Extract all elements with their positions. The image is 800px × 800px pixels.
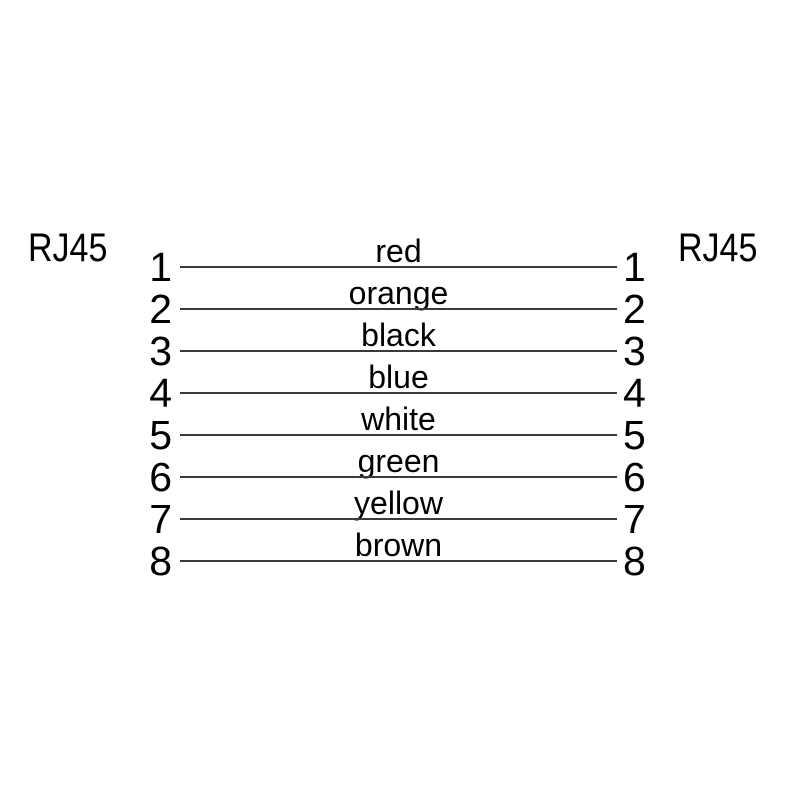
pin-number-left: 8: [149, 538, 172, 584]
pin-number-left: 5: [149, 412, 172, 458]
wire-row: 4 blue 4: [0, 361, 800, 416]
pin-number-left: 6: [149, 454, 172, 500]
wire-color-label: white: [361, 401, 436, 437]
wire-line: [180, 434, 617, 436]
pin-number-right: 1: [623, 244, 646, 290]
wire-line: [180, 392, 617, 394]
wire-row: 6 green 6: [0, 445, 800, 500]
pin-number-left: 4: [149, 370, 172, 416]
wire-row: 5 white 5: [0, 403, 800, 458]
wire-line: [180, 308, 617, 310]
wire-color-label: black: [361, 317, 436, 353]
wire-color-label: yellow: [354, 485, 443, 521]
pin-number-left: 7: [149, 496, 172, 542]
wire-color-label: orange: [348, 275, 449, 311]
connector-label-left: RJ45: [28, 226, 108, 270]
wire-row: 8 brown 8: [0, 529, 800, 584]
pin-number-left: 3: [149, 328, 172, 374]
pin-number-right: 8: [623, 538, 646, 584]
pin-number-right: 3: [623, 328, 646, 374]
wire-line: [180, 350, 617, 352]
wire-row: 1 red 1: [0, 235, 800, 290]
wire-row: 7 yellow 7: [0, 487, 800, 542]
wire-color-label: blue: [368, 359, 429, 395]
wire-line: [180, 476, 617, 478]
connector-label-right: RJ45: [678, 226, 758, 270]
wire-color-label: red: [375, 233, 422, 269]
wire-line: [180, 518, 617, 520]
wire-color-label: green: [357, 443, 440, 479]
wire-row: 3 black 3: [0, 319, 800, 374]
wire-color-label: brown: [354, 527, 443, 563]
pin-number-right: 2: [623, 286, 646, 332]
pin-number-right: 7: [623, 496, 646, 542]
pin-number-right: 6: [623, 454, 646, 500]
pin-number-left: 2: [149, 286, 172, 332]
pin-number-right: 5: [623, 412, 646, 458]
wire-line: [180, 266, 617, 268]
wire-line: [180, 560, 617, 562]
wire-row: 2 orange 2: [0, 277, 800, 332]
pin-number-right: 4: [623, 370, 646, 416]
pin-number-left: 1: [149, 244, 172, 290]
